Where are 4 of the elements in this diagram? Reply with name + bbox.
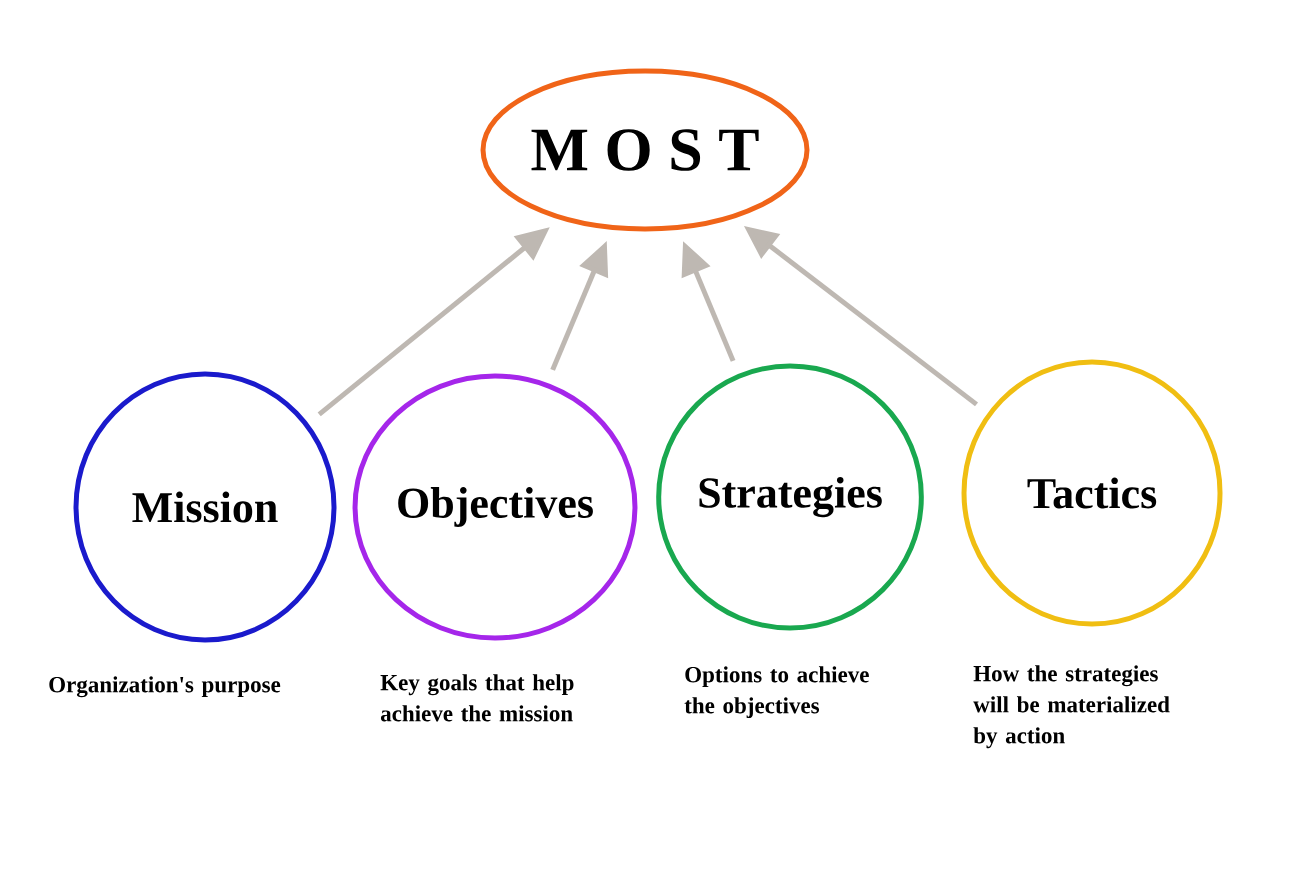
description-text: Key goals that help achieve the mission xyxy=(380,674,574,722)
description-text: How the strategies will be materialized by action xyxy=(973,665,1170,749)
description-text: Options to achieve the objectives xyxy=(684,666,869,719)
description-text: Organization's purpose xyxy=(49,676,281,698)
